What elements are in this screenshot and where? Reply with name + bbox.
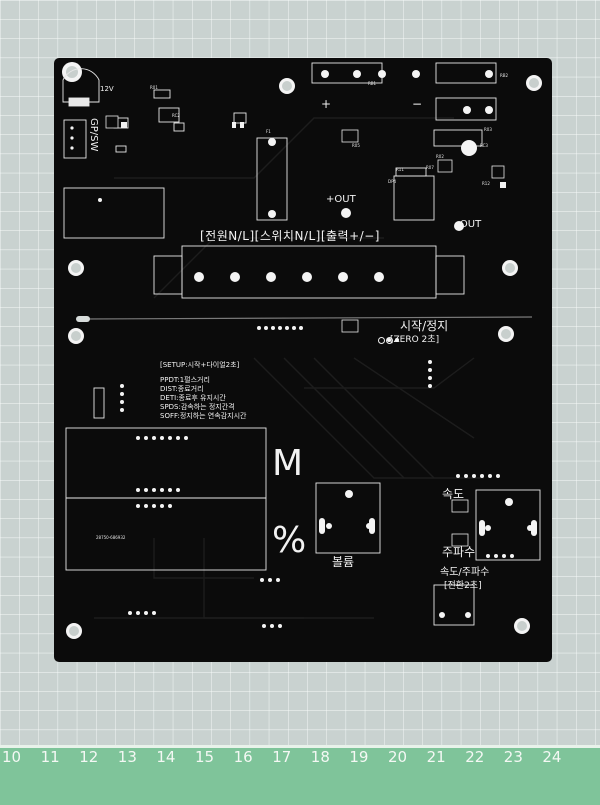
label-gp-sw: GP/SW [88, 118, 99, 152]
zero-dot-icon [386, 337, 393, 344]
big-percent-label: % [272, 520, 307, 561]
setup-line: PPDT:1펄스거리 [160, 376, 210, 384]
big-m-label: M [272, 443, 304, 484]
label-speed-frequency: 속도/주파수 [440, 567, 490, 578]
pcb-board: 12V GP/SW F1 + − +OUT -OUT [전원N/L][스위치N/… [54, 58, 552, 662]
ruler-number: 13 [117, 748, 137, 766]
label-speed: 속도 [442, 487, 465, 501]
label-12v: 12V [100, 85, 114, 93]
ref-label: R07 [426, 165, 434, 170]
label-zero: [ZERO 2초] [390, 335, 440, 345]
label-volume: 볼륨 [332, 555, 355, 569]
ruler-number: 18 [310, 748, 330, 766]
ref-label: R01 [150, 85, 158, 90]
pcb-artwork [54, 58, 552, 662]
label-switch-2s: [전환2초] [444, 581, 482, 591]
ruler-number: 22 [465, 748, 485, 766]
ruler-number: 15 [195, 748, 215, 766]
ruler-number: 16 [233, 748, 253, 766]
ruler-number: 11 [40, 748, 60, 766]
ref-label: RC2 [172, 113, 180, 118]
ref-label: R02 [436, 154, 444, 159]
ref-label: RB1 [368, 81, 377, 86]
setup-line: SOFF:정지하는 연속감지시간 [160, 412, 247, 420]
label-frequency: 주파수 [442, 545, 476, 559]
ruler-number: 17 [272, 748, 292, 766]
ruler-number: 14 [156, 748, 176, 766]
ruler-number: 21 [426, 748, 446, 766]
ref-label: R12 [482, 181, 490, 186]
label-minus: − [412, 97, 423, 111]
setup-list: PPDT:1펄스거리 DIST:종료거리 DETI:종료후 유지시간 SPDS:… [160, 376, 246, 421]
terminal-block-label: [전원N/L][스위치N/L][출력+/−] [200, 229, 380, 243]
ref-label: RB2 [500, 73, 509, 78]
ref-label: R11 [396, 167, 404, 172]
setup-title: [SETUP:시작+다이얼2초] [160, 361, 240, 369]
ref-label: R05 [352, 143, 360, 148]
zero-dot-icon [378, 337, 385, 344]
ref-label: DP4 [388, 179, 397, 184]
setup-line: SPDS:감속하는 정지간격 [160, 403, 235, 411]
label-start-stop: 시작/정지 [400, 319, 449, 333]
ref-label: R03 [484, 127, 492, 132]
ruler-number: 12 [79, 748, 99, 766]
ruler-number: 19 [349, 748, 369, 766]
setup-line: DETI:종료후 유지시간 [160, 394, 226, 402]
ref-label: RC3 [480, 143, 488, 148]
setup-line: DIST:종료거리 [160, 385, 204, 393]
ruler-number: 23 [503, 748, 523, 766]
label-plus-out: +OUT [326, 194, 356, 205]
part-number: 28750-686932 [96, 535, 126, 540]
ruler-number: 10 [2, 748, 22, 766]
ruler-strip [0, 745, 600, 805]
ruler-number: 24 [542, 748, 562, 766]
ruler-number: 20 [388, 748, 408, 766]
label-plus: + [321, 97, 332, 111]
label-f1: F1 [266, 129, 271, 134]
label-minus-out: -OUT [456, 219, 482, 230]
